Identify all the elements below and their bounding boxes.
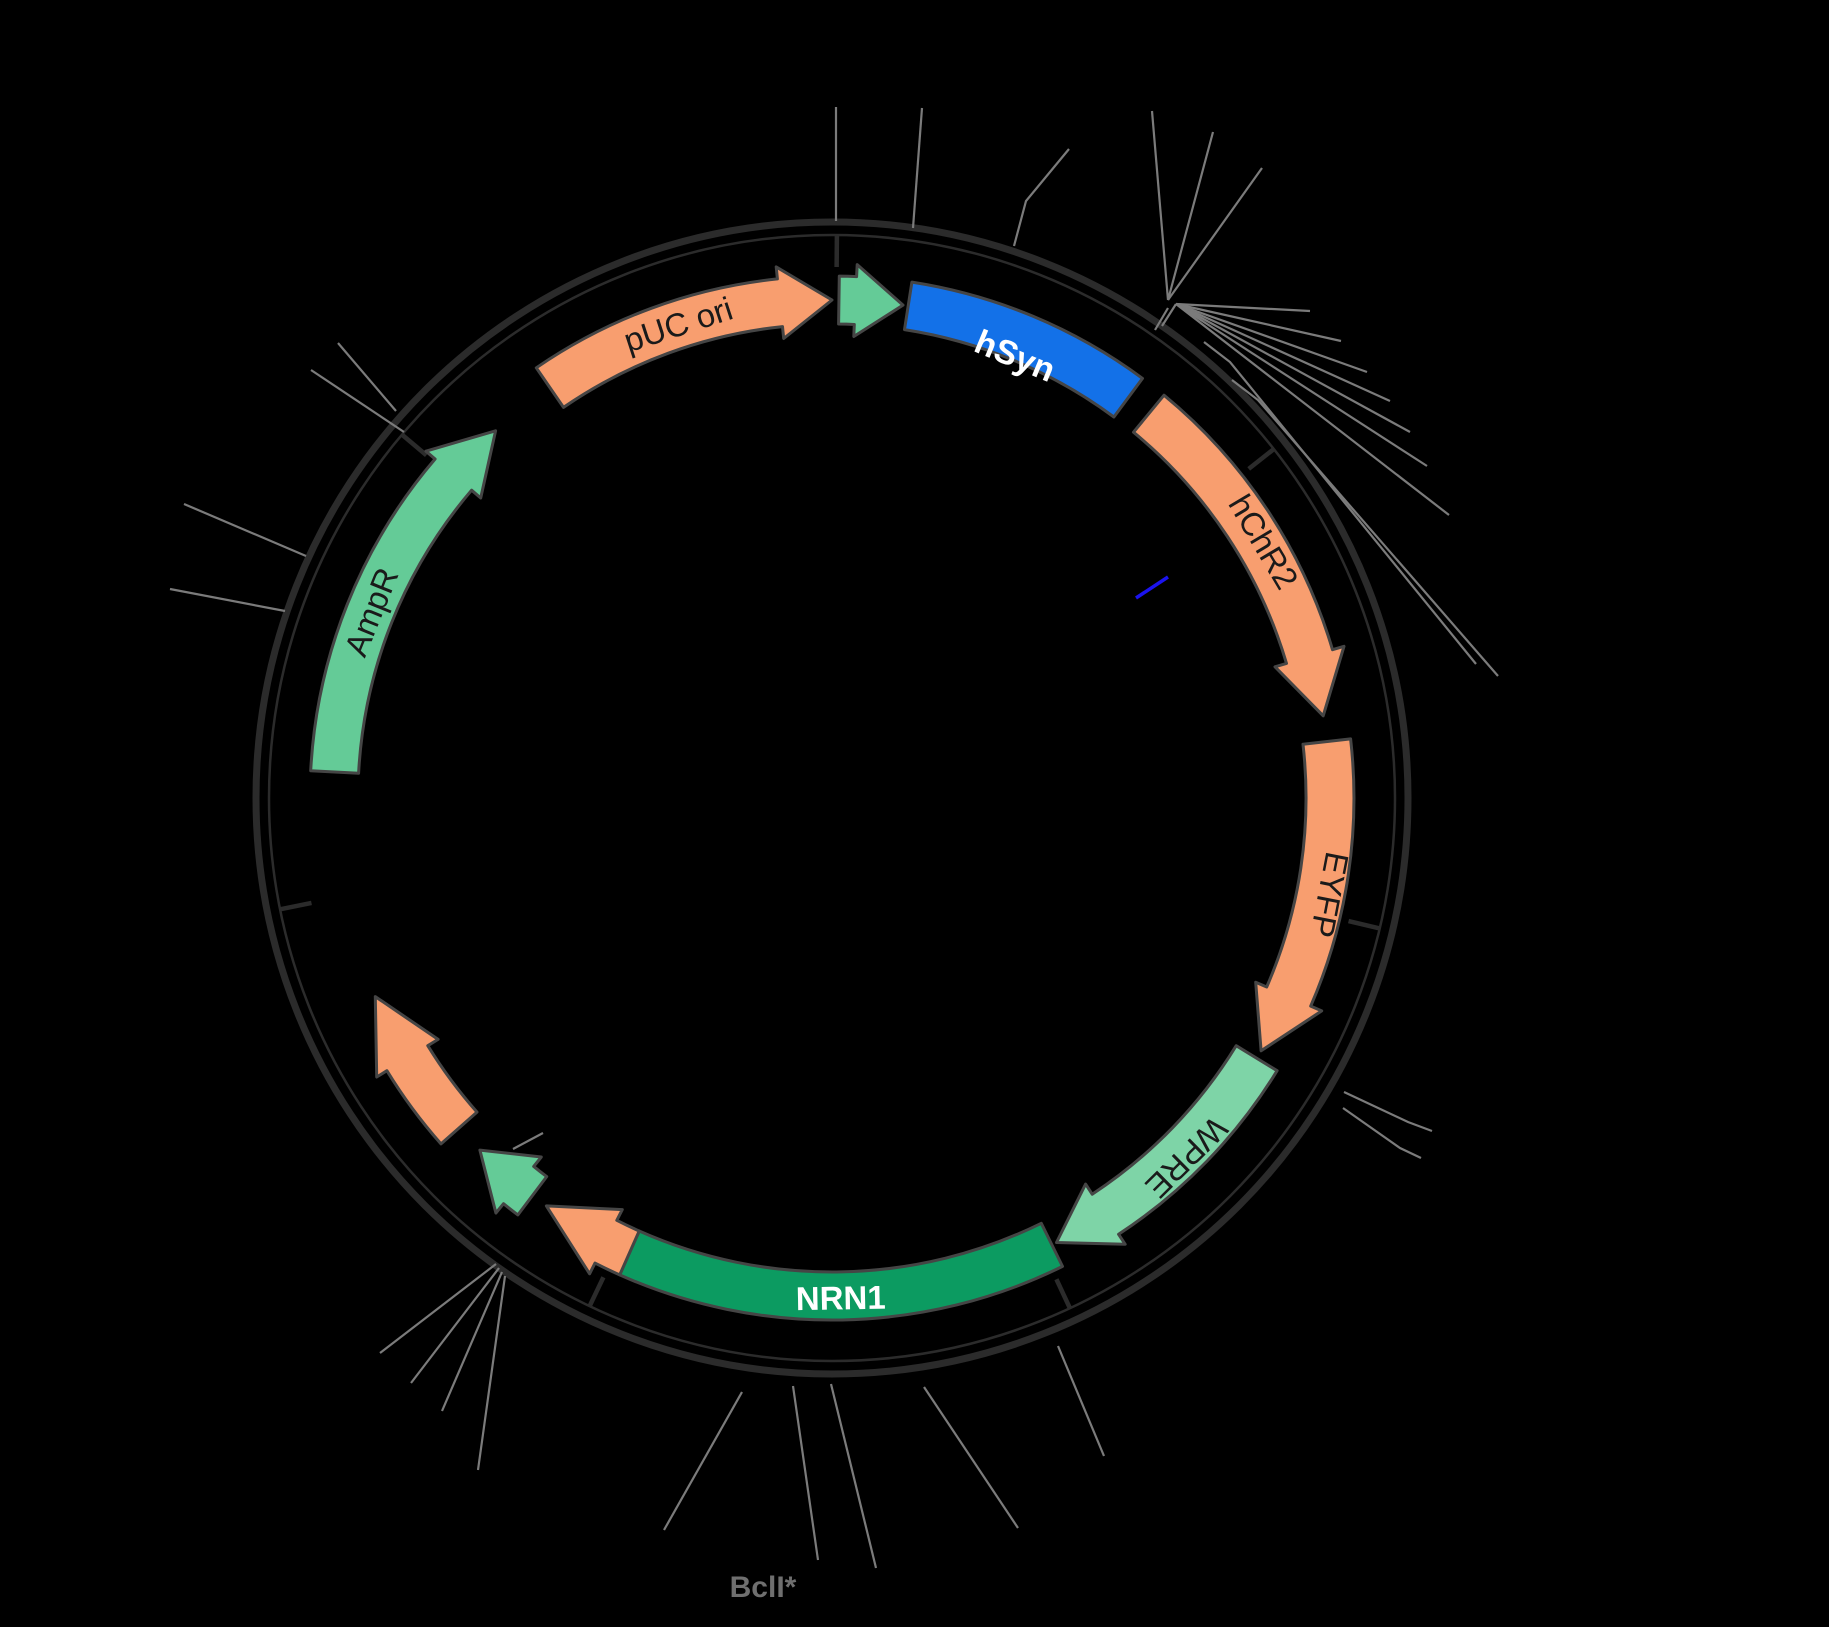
enzyme-callout-line bbox=[169, 587, 286, 613]
tick-mark bbox=[1054, 1278, 1072, 1310]
enzyme-callout-line bbox=[791, 1385, 820, 1561]
feature-arrow-ampr bbox=[309, 429, 498, 775]
backbone-ring-inner bbox=[267, 233, 1397, 1363]
enzyme-callout-line bbox=[1167, 167, 1263, 301]
enzyme-callout-line bbox=[1175, 302, 1368, 374]
feature-arrow-orange-arrow-1 bbox=[544, 1204, 641, 1277]
enzyme-callout-line bbox=[337, 342, 397, 412]
enzyme-callout-line bbox=[1161, 303, 1177, 327]
feature-arrow-green-arrow-2 bbox=[478, 1148, 549, 1217]
enzyme-callout-line bbox=[1342, 1107, 1422, 1159]
enzyme-callout-line bbox=[1012, 148, 1070, 247]
enzyme-callout-line bbox=[379, 1263, 497, 1354]
feature-arrow-hsyn bbox=[903, 280, 1144, 419]
enzyme-callout-line bbox=[310, 369, 405, 433]
enzyme-callout-line bbox=[1175, 303, 1428, 467]
enzyme-callout-line bbox=[1056, 1345, 1106, 1457]
primer-annotation bbox=[1135, 575, 1169, 600]
enzyme-callout-line bbox=[1175, 302, 1391, 403]
enzyme-callout-line bbox=[1231, 379, 1499, 677]
tick-mark bbox=[279, 900, 312, 912]
enzyme-callout-line bbox=[1175, 303, 1450, 516]
enzyme-callout-line bbox=[1175, 302, 1311, 313]
tick-mark bbox=[400, 432, 428, 457]
enzyme-callout-line bbox=[911, 107, 924, 229]
enzyme-callout-line bbox=[183, 502, 307, 558]
enzyme-callout-line bbox=[476, 1275, 507, 1471]
enzyme-callout-line bbox=[1175, 302, 1342, 343]
enzyme-callout-line bbox=[440, 1271, 504, 1412]
backbone-ring-outer bbox=[252, 218, 1412, 1378]
enzyme-callout-line bbox=[923, 1386, 1019, 1529]
enzyme-callout-line bbox=[1150, 110, 1170, 301]
enzyme-callout-line bbox=[663, 1391, 743, 1531]
feature-arrow-green-arrow-top bbox=[837, 263, 905, 338]
tick-mark bbox=[1247, 447, 1276, 471]
enzyme-callout-line bbox=[1343, 1091, 1433, 1133]
tick-mark bbox=[587, 1276, 606, 1308]
feature-arrow-eyfp bbox=[1254, 737, 1356, 1053]
restriction-site-label-bcli: BclI* bbox=[730, 1571, 797, 1604]
feature-label-nrn1: NRN1 bbox=[795, 1279, 885, 1318]
enzyme-callout-line bbox=[829, 1383, 878, 1569]
feature-arrow-puc-ori bbox=[534, 265, 834, 409]
feature-arrow-orange-arrow-2 bbox=[373, 995, 479, 1146]
feature-arrow-hchr2 bbox=[1132, 393, 1346, 718]
enzyme-callout-line bbox=[1166, 131, 1215, 301]
enzyme-callout-line bbox=[1175, 303, 1411, 433]
tick-mark bbox=[1348, 918, 1381, 931]
enzyme-callout-line bbox=[512, 1132, 544, 1150]
feature-arrow-wpre bbox=[1055, 1044, 1279, 1246]
enzyme-callout-line bbox=[410, 1267, 500, 1384]
enzyme-callout-line bbox=[1154, 307, 1169, 331]
enzyme-callout-line bbox=[1203, 341, 1477, 665]
